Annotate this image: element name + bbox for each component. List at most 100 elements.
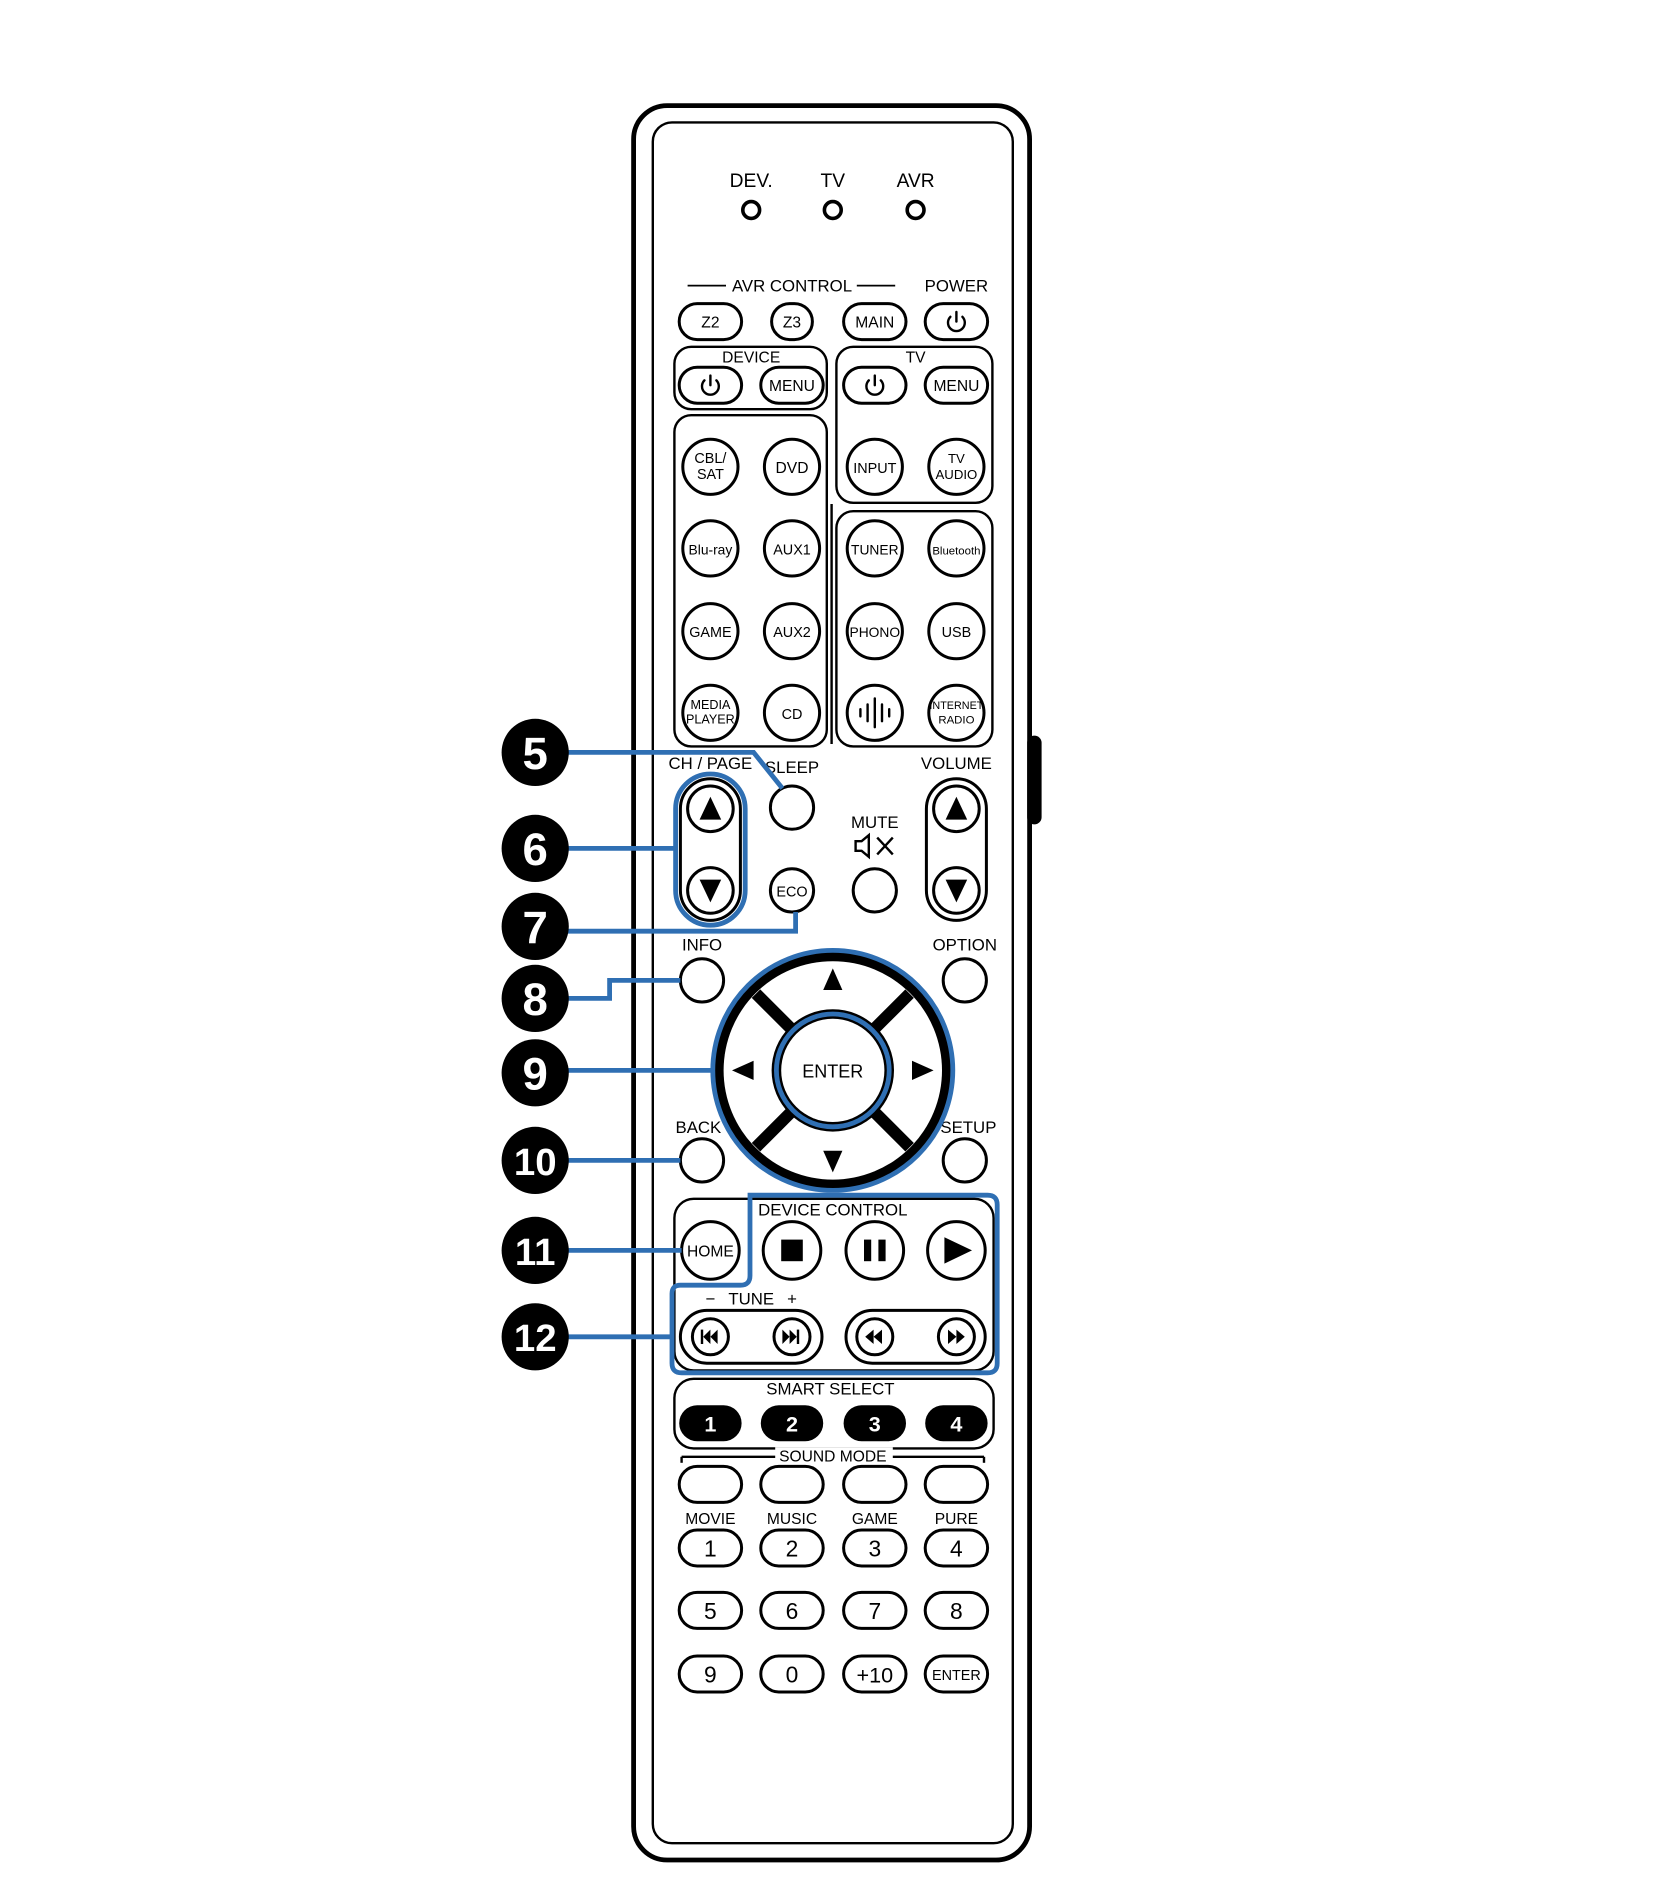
num-7-button[interactable]: 7 (842, 1590, 908, 1630)
setup-button[interactable] (941, 1137, 988, 1184)
arrow-left-icon (732, 1060, 754, 1080)
game-button[interactable]: GAME (681, 602, 740, 661)
sound-mode-pure-button[interactable] (923, 1464, 990, 1504)
rewind-button[interactable] (855, 1317, 895, 1357)
play-button[interactable] (926, 1220, 987, 1281)
dvd-button[interactable]: DVD (762, 437, 822, 496)
home-button[interactable]: HOME (680, 1220, 741, 1281)
smart-select-2-label: 2 (786, 1412, 798, 1437)
sleep-button[interactable] (768, 784, 816, 831)
heos-icon (859, 697, 891, 729)
aux1-button[interactable]: AUX1 (762, 519, 822, 578)
num-8-label: 8 (950, 1598, 963, 1624)
cd-button[interactable]: CD (762, 683, 822, 742)
num-9-label: 9 (704, 1661, 717, 1687)
enter-button[interactable]: ENTER (781, 1018, 885, 1122)
num-4-label: 4 (950, 1535, 963, 1561)
num-2-button[interactable]: 2 (759, 1528, 825, 1568)
sleep-label: SLEEP (765, 758, 819, 777)
num-plus10-button[interactable]: +10 (842, 1654, 908, 1694)
num-3-button[interactable]: 3 (842, 1528, 908, 1568)
dpad-right-button[interactable] (912, 1060, 934, 1080)
volume-rocker (924, 777, 988, 922)
z2-button[interactable]: Z2 (677, 302, 744, 342)
phono-button[interactable]: PHONO (845, 602, 904, 661)
option-button[interactable] (941, 957, 988, 1004)
num-9-button[interactable]: 9 (677, 1654, 744, 1694)
num-4-button[interactable]: 4 (923, 1528, 990, 1568)
play-icon (944, 1237, 973, 1264)
stop-button[interactable] (761, 1220, 823, 1281)
dpad-left-button[interactable] (732, 1060, 754, 1080)
arrow-up-icon (699, 796, 722, 820)
skip-back-icon (700, 1329, 718, 1344)
ch-page-up-button[interactable] (686, 784, 735, 834)
num-6-label: 6 (786, 1598, 799, 1624)
sound-mode-music-button[interactable] (759, 1464, 825, 1504)
sound-mode-game-button[interactable] (842, 1464, 908, 1504)
z3-button[interactable]: Z3 (770, 302, 814, 342)
mute-button[interactable] (851, 867, 898, 914)
num-0-button[interactable]: 0 (759, 1654, 825, 1694)
tv-input-button[interactable]: INPUT (845, 437, 904, 496)
avr-power-button[interactable] (923, 302, 990, 342)
number-pad: 1 2 3 4 5 6 7 (677, 1528, 990, 1694)
tv-audio-button[interactable]: TV AUDIO (927, 437, 986, 496)
dpad-down-button[interactable] (823, 1150, 843, 1173)
internet-radio-label-2: RADIO (938, 715, 974, 727)
smart-select-1-button[interactable]: 1 (679, 1405, 742, 1442)
pause-button[interactable] (844, 1220, 906, 1281)
fast-forward-button[interactable] (936, 1317, 976, 1357)
smart-select-3-button[interactable]: 3 (843, 1405, 907, 1442)
info-button[interactable] (678, 957, 726, 1004)
main-button[interactable]: MAIN (842, 302, 908, 342)
tuner-button[interactable]: TUNER (845, 519, 904, 578)
indicator-avr-led (905, 199, 926, 221)
smart-select-4-button[interactable]: 4 (925, 1405, 988, 1442)
aux2-button[interactable]: AUX2 (762, 602, 822, 661)
dpad-up-button[interactable] (823, 968, 843, 991)
cbl-sat-button[interactable]: CBL/ SAT (681, 437, 740, 496)
num-enter-label: ENTER (932, 1668, 981, 1684)
volume-down-button[interactable] (932, 866, 981, 915)
num-3-label: 3 (868, 1535, 881, 1561)
usb-button[interactable]: USB (927, 602, 986, 661)
callout-8-marker (501, 964, 569, 1032)
device-heading: DEVICE (722, 349, 780, 366)
num-6-button[interactable]: 6 (759, 1590, 825, 1630)
skip-forward-button[interactable] (772, 1317, 812, 1357)
sound-mode-music-label: MUSIC (767, 1511, 817, 1528)
bluray-button[interactable]: Blu-ray (681, 519, 740, 578)
skip-back-button[interactable] (690, 1317, 730, 1357)
smart-select-2-button[interactable]: 2 (760, 1405, 824, 1442)
internet-radio-button[interactable]: INTERNET RADIO (927, 683, 986, 742)
device-power-button[interactable] (677, 365, 744, 405)
bluray-label: Blu-ray (689, 542, 733, 557)
heos-button[interactable] (845, 683, 904, 742)
tune-plus-label: + (787, 1289, 797, 1308)
num-5-button[interactable]: 5 (677, 1590, 744, 1630)
device-control-label: DEVICE CONTROL (758, 1201, 907, 1220)
directional-pad: ENTER (712, 950, 953, 1191)
tune-minus-label: − (705, 1289, 715, 1308)
num-0-label: 0 (786, 1661, 799, 1687)
ch-page-down-button[interactable] (686, 866, 735, 915)
num-8-button[interactable]: 8 (923, 1590, 990, 1630)
tv-menu-label: MENU (933, 378, 979, 395)
num-1-button[interactable]: 1 (677, 1528, 744, 1568)
eco-button[interactable]: ECO (768, 867, 816, 914)
volume-up-button[interactable] (932, 784, 981, 834)
tv-menu-button[interactable]: MENU (923, 365, 990, 405)
back-button[interactable] (678, 1137, 726, 1184)
avr-control-heading: AVR CONTROL (732, 277, 852, 296)
media-player-button[interactable]: MEDIA PLAYER (681, 683, 740, 742)
num-enter-button[interactable]: ENTER (923, 1654, 990, 1694)
callout-10-marker (501, 1126, 569, 1194)
sound-mode-heading: SOUND MODE (779, 1449, 886, 1466)
smart-select-3-label: 3 (869, 1412, 881, 1437)
device-section: DEVICE MENU (673, 345, 829, 411)
tv-power-button[interactable] (842, 365, 908, 405)
sound-mode-movie-button[interactable] (677, 1464, 744, 1504)
device-menu-button[interactable]: MENU (759, 365, 825, 405)
bluetooth-button[interactable]: Bluetooth (927, 519, 986, 578)
